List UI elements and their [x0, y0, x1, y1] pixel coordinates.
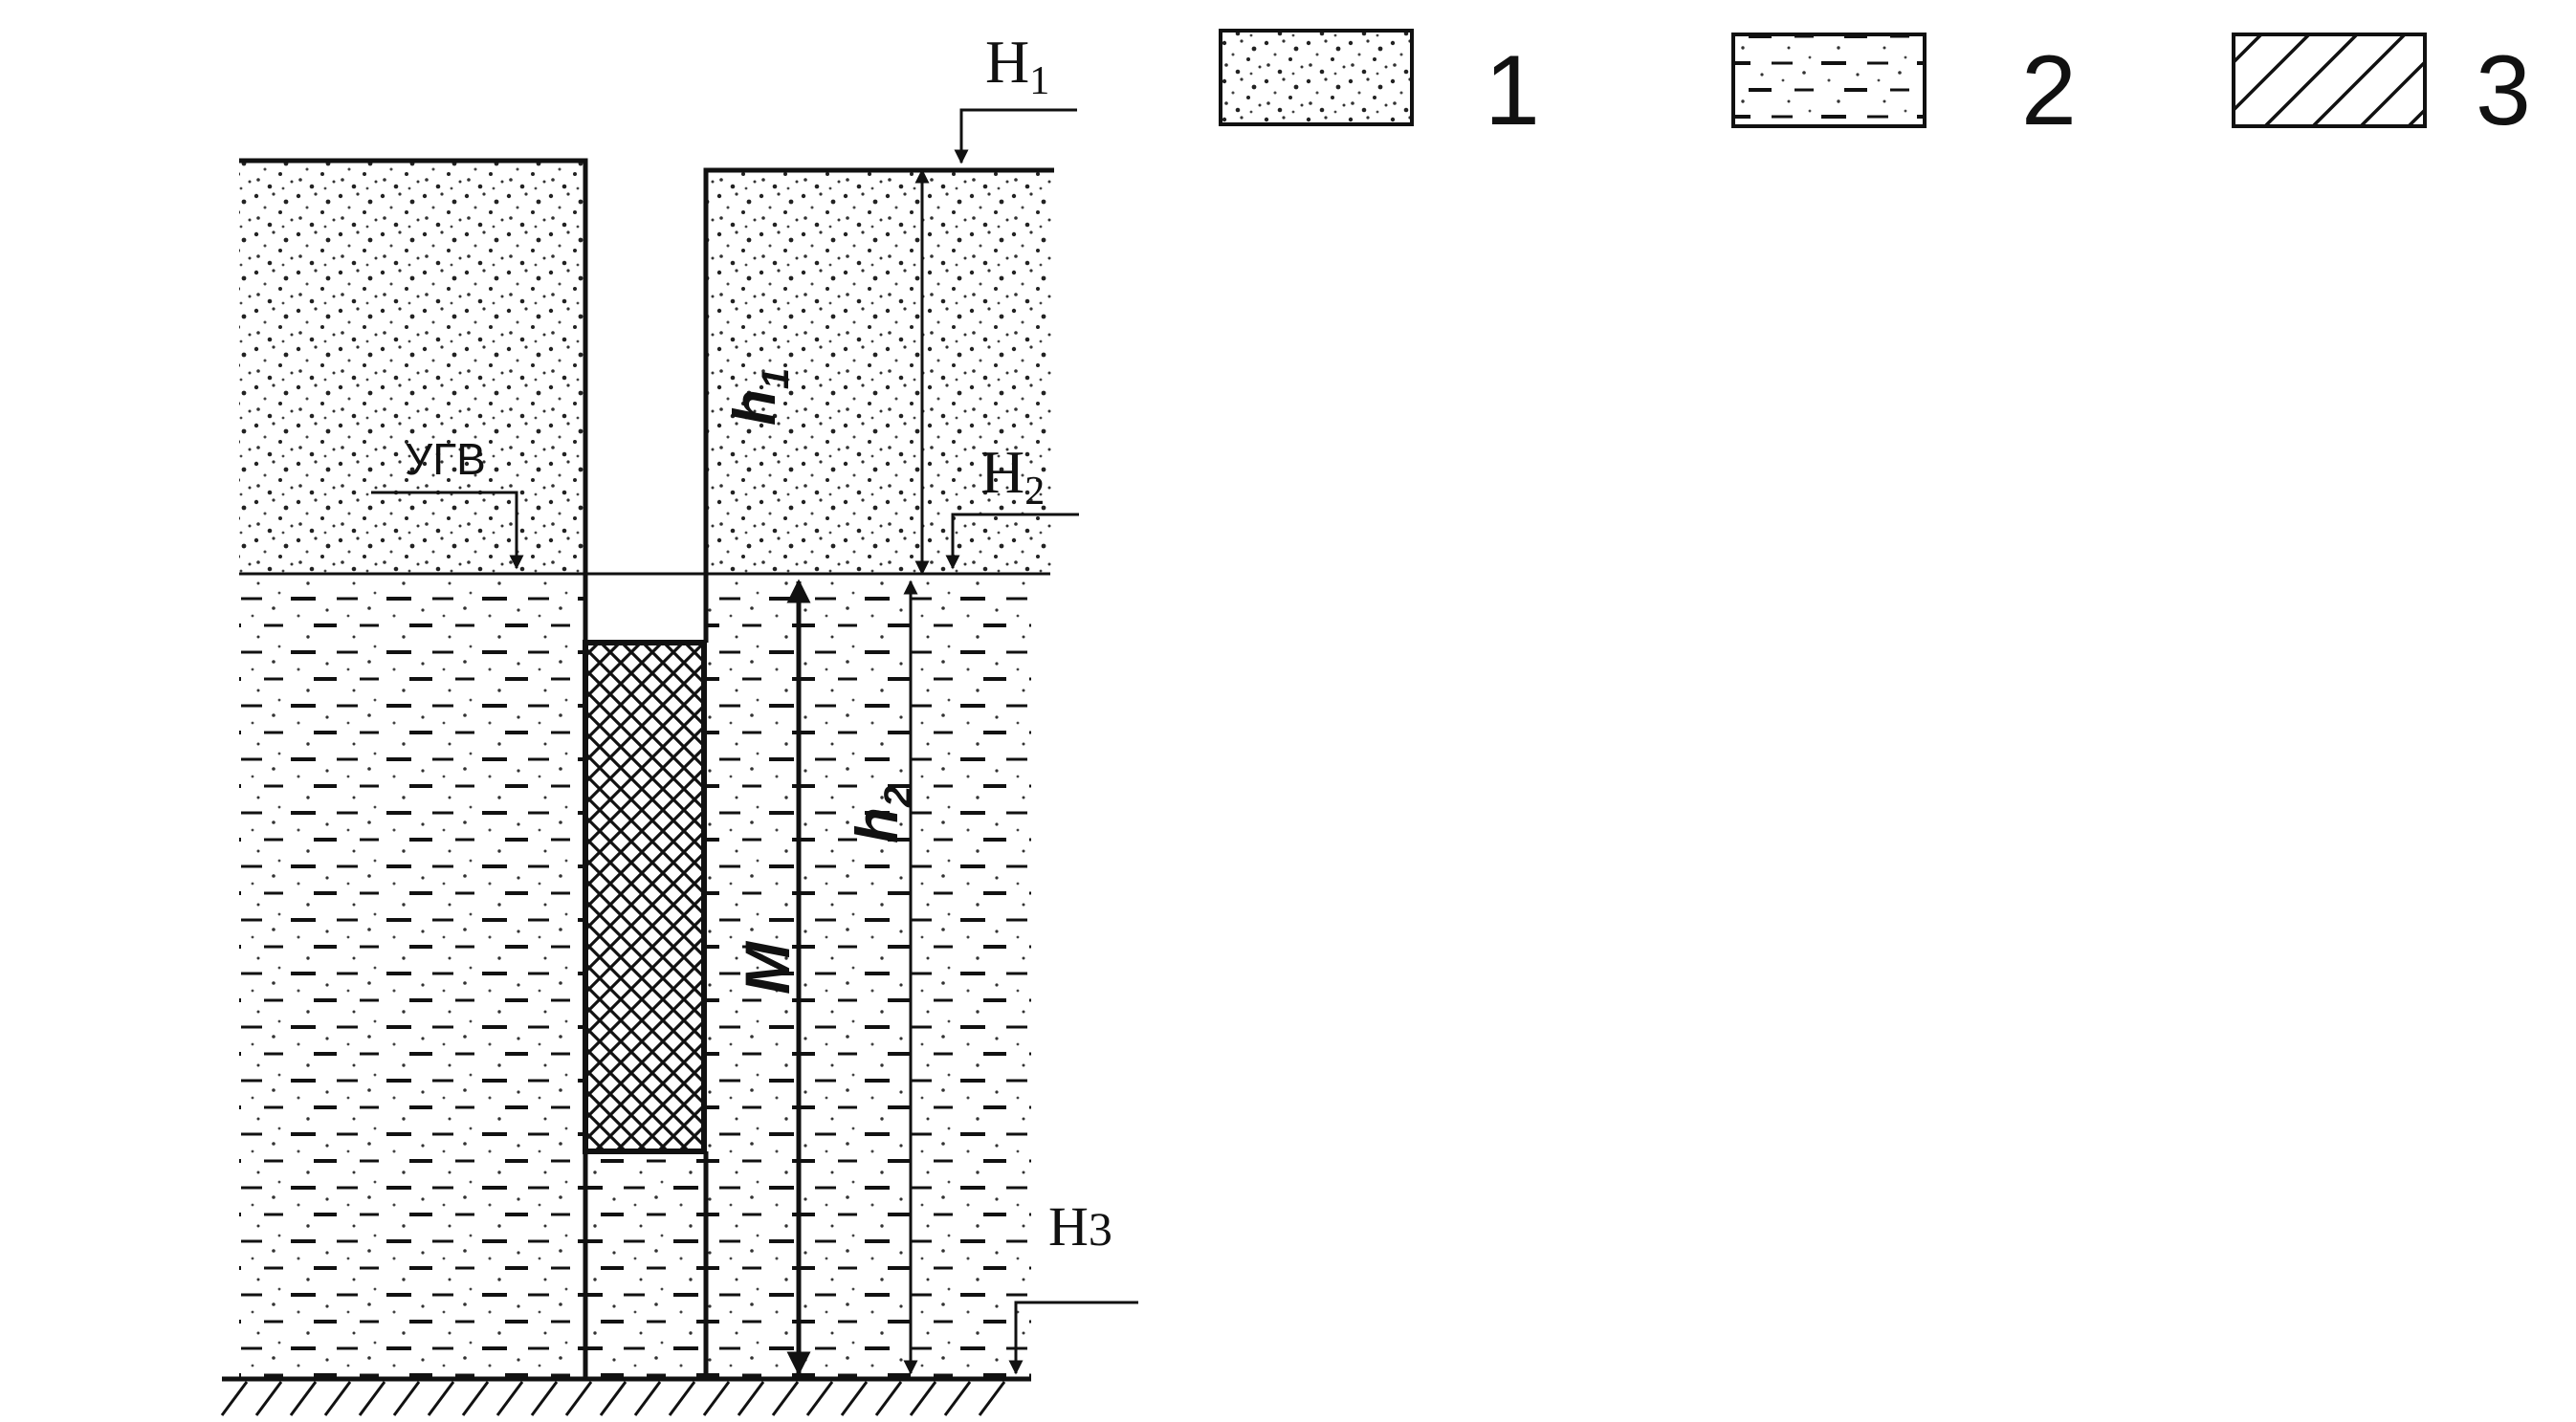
groundwater-label: УГВ	[405, 434, 486, 484]
level-marker-h2	[945, 513, 1079, 570]
dimension-label-h1: h1	[722, 368, 797, 426]
loam-layer	[239, 574, 1031, 1379]
level-label-h1: H1	[985, 28, 1049, 103]
aquiclude-boundary	[220, 1376, 1031, 1416]
level-marker-h3	[1008, 1301, 1138, 1375]
sand-layer	[239, 161, 1052, 574]
trench-outline	[239, 158, 1054, 1379]
legend-swatch-hatch	[2232, 33, 2427, 128]
legend-item-1: 1	[1219, 29, 1540, 146]
level-marker-h1	[954, 108, 1077, 164]
legend-item-2: 2	[1731, 33, 2077, 146]
legend-label-2: 2	[2021, 35, 2077, 146]
legend-swatch-loam	[1731, 33, 1926, 128]
legend-label-3: 3	[2476, 35, 2531, 146]
legend-swatch-sand	[1219, 29, 1414, 126]
dimension-label-m: M	[732, 940, 803, 995]
trench-fill	[583, 640, 707, 1154]
legend-item-3: 3	[2232, 33, 2531, 146]
legend: 1 2 3	[1219, 29, 2531, 146]
level-label-h2: H2	[980, 438, 1045, 514]
dimension-label-h2: h2	[845, 786, 919, 843]
legend-label-1: 1	[1485, 35, 1540, 146]
groundwater-marker	[371, 491, 524, 570]
level-label-h3: H3	[1048, 1195, 1112, 1258]
